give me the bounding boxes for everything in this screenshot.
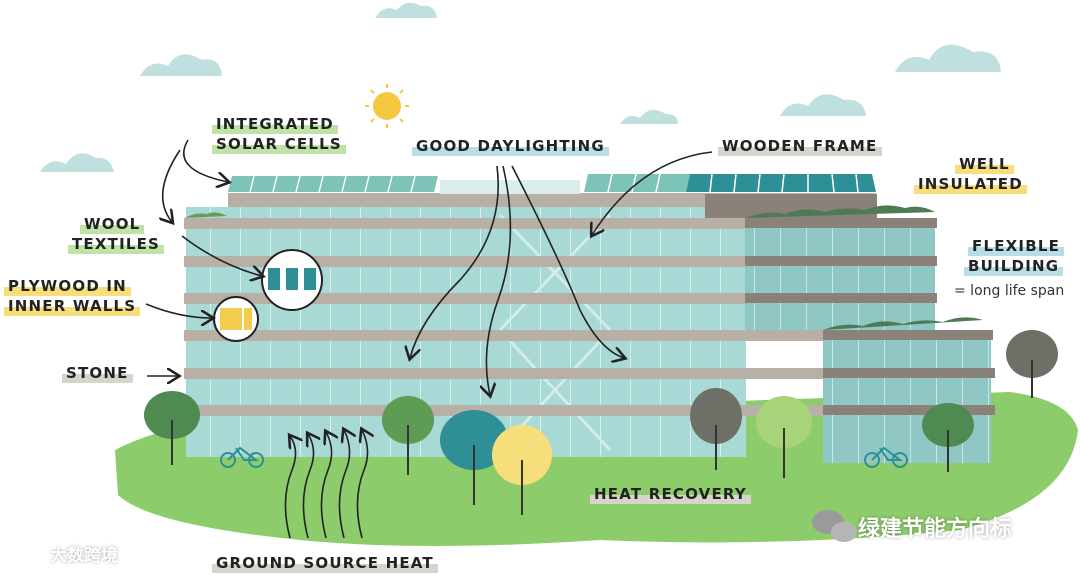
label-wooden-frame: WOODEN FRAME — [718, 136, 882, 156]
wool-textiles-callout — [261, 249, 323, 311]
watermark-left: 大数跨境 — [50, 546, 118, 566]
brand-logo-icon — [13, 541, 43, 560]
label-well-insulated: WELL INSULATED — [914, 154, 1027, 194]
label-ground-source-heat: GROUND SOURCE HEAT — [212, 553, 438, 573]
arrow-heat-3 — [320, 432, 331, 539]
arrow-daylight-3 — [511, 165, 624, 358]
label-line: SOLAR CELLS — [212, 134, 346, 154]
arrow-wool — [181, 235, 262, 276]
cloud — [40, 153, 114, 172]
tree — [382, 396, 434, 475]
label-line: STONE — [62, 363, 133, 383]
label-plywood-inner-walls: PLYWOOD IN INNER WALLS — [4, 276, 141, 316]
label-line: GOOD DAYLIGHTING — [412, 136, 609, 156]
arrow-heat-2 — [302, 434, 313, 539]
label-line: PLYWOOD IN — [4, 276, 131, 296]
bicycle-icon — [220, 446, 264, 468]
tree — [492, 425, 552, 515]
label-integrated-solar-cells: INTEGRATED SOLAR CELLS — [212, 114, 346, 154]
tree — [1006, 330, 1058, 398]
label-heat-recovery: HEAT RECOVERY — [590, 484, 751, 504]
cloud — [620, 109, 678, 124]
clouds — [40, 2, 1001, 172]
tree — [144, 391, 200, 465]
label-line: BUILDING — [964, 256, 1064, 276]
tree — [922, 403, 974, 472]
tree — [690, 388, 742, 470]
label-line: TEXTILES — [68, 234, 165, 254]
label-wool-textiles: WOOL TEXTILES — [68, 214, 165, 254]
label-line: WELL — [955, 154, 1014, 174]
arrow-solar-2 — [163, 149, 181, 222]
plywood-callout — [213, 296, 259, 342]
label-good-daylighting: GOOD DAYLIGHTING — [412, 136, 609, 156]
label-stone: STONE — [62, 363, 133, 383]
watermark-right: 绿建节能方向标 — [858, 517, 1013, 542]
label-line: HEAT RECOVERY — [590, 484, 751, 504]
label-line: INTEGRATED — [212, 114, 338, 134]
trees — [144, 330, 1058, 515]
cloud — [140, 54, 222, 76]
sun-icon — [365, 84, 409, 128]
label-flexible-building: FLEXIBLE BUILDING — [964, 236, 1065, 276]
arrow-plywood — [145, 303, 212, 318]
label-line: INSULATED — [914, 174, 1027, 194]
arrow-solar — [183, 139, 228, 182]
arrow-heat-1 — [284, 436, 295, 539]
cloud — [780, 94, 866, 116]
cloud — [895, 44, 1001, 72]
solar-panels — [228, 173, 876, 193]
label-line: WOOL — [80, 214, 145, 234]
arrows — [145, 139, 713, 539]
label-line: INNER WALLS — [4, 296, 141, 316]
arrow-wooden-frame — [592, 151, 713, 235]
arrow-heat-5 — [356, 430, 367, 539]
arrow-heat-4 — [338, 430, 349, 539]
tree — [756, 396, 812, 478]
wechat-icon — [812, 510, 857, 542]
cloud — [375, 2, 437, 19]
main-building — [184, 180, 995, 463]
label-line: FLEXIBLE — [968, 236, 1065, 256]
arrow-daylight-2 — [486, 165, 512, 395]
arrow-daylight-1 — [410, 165, 499, 358]
tree — [440, 410, 508, 505]
label-line: WOODEN FRAME — [718, 136, 882, 156]
label-line: GROUND SOURCE HEAT — [212, 553, 438, 573]
bicycle-icon — [864, 446, 908, 468]
flexible-note: = long life span — [954, 283, 1065, 299]
